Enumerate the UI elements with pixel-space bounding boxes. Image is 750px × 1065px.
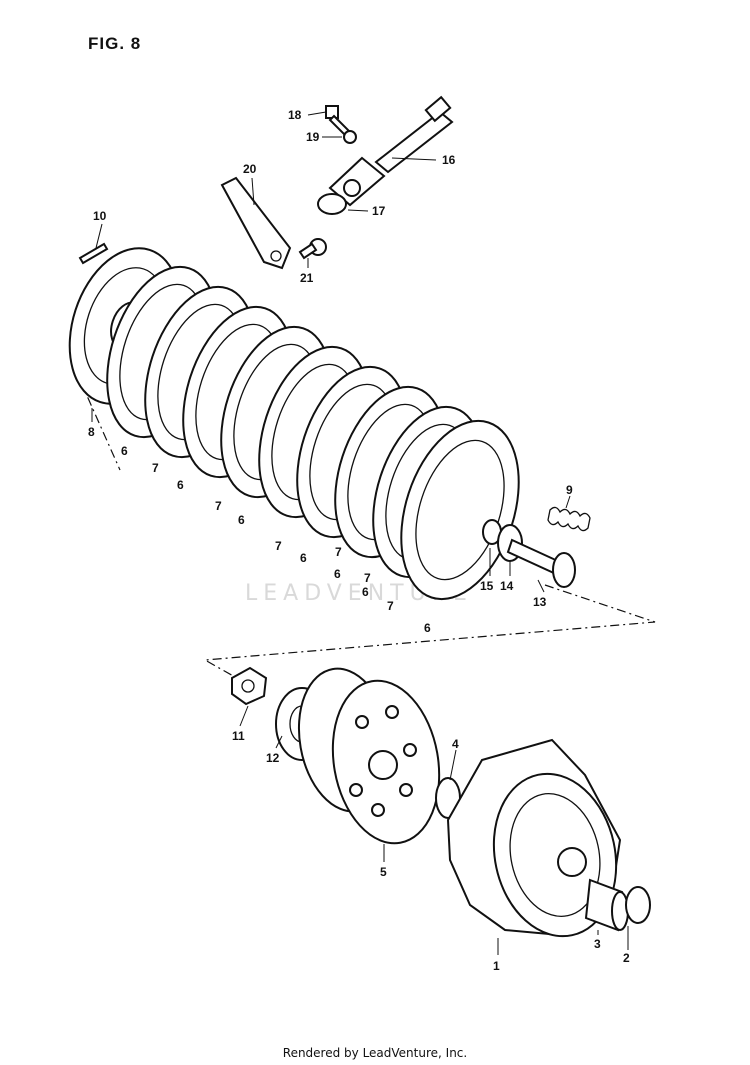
callout-21: 21 <box>300 271 314 285</box>
clutch-plate-stack <box>106 265 520 601</box>
clutch-sleeve-hub <box>297 667 441 845</box>
callout-16: 16 <box>442 153 456 167</box>
callout-14: 14 <box>500 579 514 593</box>
bolt-21 <box>298 238 327 260</box>
callout-13: 13 <box>533 595 547 609</box>
nut-11 <box>231 666 268 706</box>
release-bushing <box>317 193 347 215</box>
callout-6: 6 <box>177 478 184 492</box>
clutch-spring-9 <box>547 506 591 532</box>
footer-credit: Rendered by LeadVenture, Inc. <box>282 1046 468 1060</box>
callout-7: 7 <box>215 499 222 513</box>
release-shaft <box>328 95 454 207</box>
release-arm <box>220 176 292 270</box>
callout-18: 18 <box>288 108 302 122</box>
callout-9: 9 <box>566 483 573 497</box>
callout-8: 8 <box>88 425 95 439</box>
callout-7: 7 <box>387 599 394 613</box>
callout-6: 6 <box>424 621 431 635</box>
callout-7: 7 <box>152 461 159 475</box>
callout-1: 1 <box>493 959 500 973</box>
push-rod-pin <box>78 242 109 265</box>
callout-15: 15 <box>480 579 494 593</box>
callout-17: 17 <box>372 204 386 218</box>
callout-20: 20 <box>243 162 257 176</box>
push-piece-13 <box>506 538 576 588</box>
washer-19 <box>343 130 357 144</box>
clutch-outer-housing <box>446 738 622 938</box>
callout-4: 4 <box>452 737 459 751</box>
callout-7: 7 <box>364 571 371 585</box>
callout-12: 12 <box>266 751 280 765</box>
thrust-washer-2 <box>625 886 651 924</box>
callout-labels: 1 2 3 4 5 6 6 6 6 6 6 6 7 7 7 7 7 7 8 9 … <box>88 108 630 973</box>
callout-2: 2 <box>623 951 630 965</box>
leader-lines <box>91 111 629 955</box>
callout-7: 7 <box>335 545 342 559</box>
callout-11: 11 <box>232 729 245 743</box>
callout-3: 3 <box>594 937 601 951</box>
callout-6: 6 <box>121 444 128 458</box>
callout-6: 6 <box>334 567 341 581</box>
callout-7: 7 <box>275 539 282 553</box>
callout-6: 6 <box>300 551 307 565</box>
callout-19: 19 <box>306 130 320 144</box>
callout-10: 10 <box>93 209 107 223</box>
callout-6: 6 <box>362 585 369 599</box>
callout-6: 6 <box>238 513 245 527</box>
figure-title: FIG. 8 <box>88 34 142 53</box>
callout-5: 5 <box>380 865 387 879</box>
